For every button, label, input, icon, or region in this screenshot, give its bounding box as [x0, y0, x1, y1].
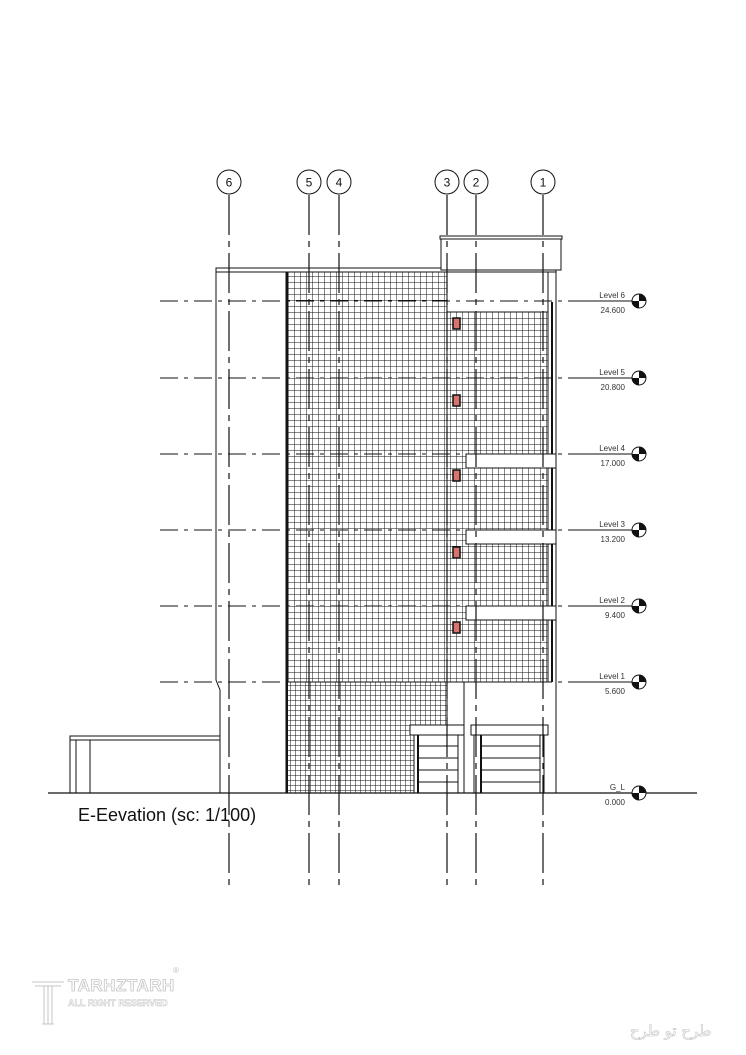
level-elevation: 24.600: [601, 306, 626, 315]
level-marker: Level 5 20.800: [160, 368, 647, 392]
gridline-label: 1: [540, 176, 547, 190]
level-datum-fill: [632, 675, 646, 689]
logo-registered: ®: [173, 966, 179, 975]
window: [452, 394, 461, 407]
level-elevation: 9.400: [605, 611, 626, 620]
level-name: Level 4: [599, 444, 625, 453]
watermark-logo: TARHZTARH ALL RIGHT RESERVED ®: [30, 966, 190, 1028]
gridline-2: 2: [463, 169, 489, 890]
left-wall: [215, 270, 287, 793]
level-marker: Level 2 9.400: [160, 596, 647, 620]
gridline-label: 3: [444, 176, 451, 190]
level-marker: Level 1 5.600: [160, 672, 647, 696]
level-datum-fill: [632, 786, 646, 800]
gridline-label: 5: [306, 176, 313, 190]
watermark-arabic: طرح تو طرح: [630, 1022, 712, 1041]
garage-door: [409, 724, 465, 794]
drawing-title: E-Eevation (sc: 1/100): [78, 805, 257, 825]
level-elevation: 0.000: [605, 798, 626, 807]
windows: [452, 317, 461, 634]
level-datum-fill: [632, 447, 646, 461]
level-name: Level 5: [599, 368, 625, 377]
mesh-facade-main: [286, 271, 448, 683]
level-name: G_L: [610, 783, 626, 792]
window: [452, 469, 461, 482]
level-datum-fill: [632, 371, 646, 385]
level-elevation: 17.000: [601, 459, 626, 468]
gridline-3: 3: [434, 169, 460, 890]
gridline-label: 2: [473, 176, 480, 190]
level-elevation: 13.200: [601, 535, 626, 544]
level-name: Level 3: [599, 520, 625, 529]
building-elevation: [48, 235, 697, 794]
window: [452, 546, 461, 559]
level-name: Level 2: [599, 596, 625, 605]
logo-rights: ALL RIGHT RESERVED: [68, 998, 168, 1009]
gridline-bubble: [530, 169, 556, 195]
gridline-1: 1: [530, 169, 556, 890]
gridline-6: 6: [216, 169, 242, 890]
level-marker: Level 6 24.600: [160, 291, 647, 315]
gridline-label: 6: [226, 176, 233, 190]
logo-column-icon: [32, 981, 64, 1025]
annex-volume: [69, 735, 221, 794]
level-elevation: 20.800: [601, 383, 626, 392]
mesh-facade-right: [446, 311, 549, 683]
gridline-bubble: [296, 169, 322, 195]
level-elevation: 5.600: [605, 687, 626, 696]
level-marker: Level 3 13.200: [160, 520, 647, 544]
gridline-bubble: [434, 169, 460, 195]
gridline-bubble: [216, 169, 242, 195]
level-name: Level 6: [599, 291, 625, 300]
window: [452, 621, 461, 634]
gridline-label: 4: [336, 176, 343, 190]
level-datum-fill: [632, 599, 646, 613]
window: [452, 317, 461, 330]
level-name: Level 1: [599, 672, 625, 681]
gridline-bubble: [326, 169, 352, 195]
level-marker: Level 4 17.000: [160, 444, 647, 468]
garage-door: [470, 724, 549, 794]
penthouse: [440, 236, 562, 271]
level-marker: G_L 0.000: [585, 783, 647, 807]
level-datum-fill: [632, 294, 646, 308]
logo-brand: TARHZTARH: [68, 976, 175, 996]
grid-lines: 6 5 4 3 2 1: [216, 169, 556, 890]
gridline-4: 4: [326, 169, 352, 890]
gridline-5: 5: [296, 169, 322, 890]
gridline-bubble: [463, 169, 489, 195]
level-datum-fill: [632, 523, 646, 537]
